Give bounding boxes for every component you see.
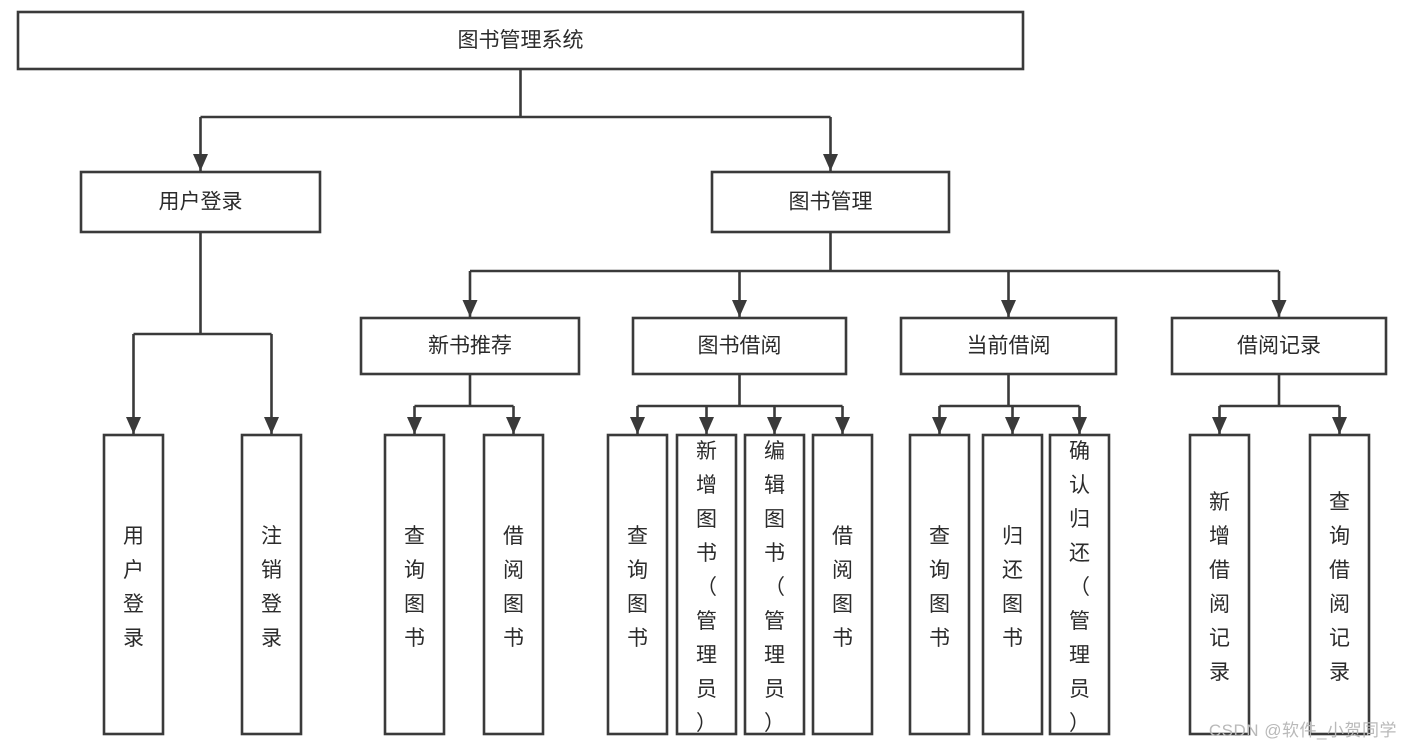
node-box xyxy=(102,433,165,736)
arrow-head-icon xyxy=(823,154,838,171)
node-box xyxy=(631,316,848,376)
node-box xyxy=(383,433,446,736)
node-box xyxy=(710,170,951,234)
node-box xyxy=(899,316,1118,376)
node-box xyxy=(743,433,806,736)
node-label: 用户登录 xyxy=(123,525,144,650)
arrow-head-icon xyxy=(767,417,782,434)
node-leaf-查询图书-8[interactable]: 查询图书 xyxy=(908,433,971,736)
arrow-head-icon xyxy=(1005,417,1020,434)
node-label: 查询借阅记录 xyxy=(1329,491,1350,684)
node-box xyxy=(1308,433,1371,736)
node-boxes-group: 图书管理系统用户登录图书管理新书推荐图书借阅当前借阅借阅记录用户登录注销登录查询… xyxy=(16,10,1388,736)
arrow-head-icon xyxy=(1271,300,1287,317)
arrow-head-icon xyxy=(699,417,714,434)
node-l3-新书推荐-0[interactable]: 新书推荐 xyxy=(359,316,581,376)
node-leaf-确认归还管理员-10[interactable]: 确认归还（管理员） xyxy=(1048,433,1111,736)
node-box xyxy=(240,433,303,736)
node-label: 图书管理系统 xyxy=(458,29,584,52)
node-leaf-借阅图书-7[interactable]: 借阅图书 xyxy=(811,433,874,736)
node-label: 新书推荐 xyxy=(428,335,512,358)
arrow-head-icon xyxy=(193,154,208,171)
node-label: 当前借阅 xyxy=(967,335,1051,358)
node-root-图书管理系统-0[interactable]: 图书管理系统 xyxy=(16,10,1025,71)
node-leaf-注销登录-1[interactable]: 注销登录 xyxy=(240,433,303,736)
arrow-head-icon xyxy=(264,417,279,434)
node-label: 查询图书 xyxy=(627,525,648,650)
node-leaf-新增图书管理员-5[interactable]: 新增图书（管理员） xyxy=(675,433,738,736)
node-leaf-用户登录-0[interactable]: 用户登录 xyxy=(102,433,165,736)
arrow-head-icon xyxy=(462,300,478,317)
arrow-head-icon xyxy=(506,417,521,434)
node-box xyxy=(908,433,971,736)
node-box xyxy=(1170,316,1388,376)
arrow-head-icon xyxy=(126,417,141,434)
node-l3-借阅记录-3[interactable]: 借阅记录 xyxy=(1170,316,1388,376)
node-label: 借阅记录 xyxy=(1237,335,1321,358)
node-leaf-编辑图书管理员-6[interactable]: 编辑图书（管理员） xyxy=(743,433,806,736)
node-leaf-查询图书-2[interactable]: 查询图书 xyxy=(383,433,446,736)
node-leaf-查询图书-4[interactable]: 查询图书 xyxy=(606,433,669,736)
arrow-head-icon xyxy=(407,417,422,434)
node-leaf-归还图书-9[interactable]: 归还图书 xyxy=(981,433,1044,736)
node-box xyxy=(606,433,669,736)
node-leaf-借阅图书-3[interactable]: 借阅图书 xyxy=(482,433,545,736)
node-box xyxy=(79,170,322,234)
node-box xyxy=(811,433,874,736)
node-label: 新增图书（管理员） xyxy=(696,440,717,735)
connector-edges-group xyxy=(126,69,1347,434)
node-label: 借阅图书 xyxy=(832,525,853,650)
node-box xyxy=(981,433,1044,736)
arrow-head-icon xyxy=(1072,417,1087,434)
arrow-head-icon xyxy=(932,417,947,434)
node-label: 查询图书 xyxy=(929,525,950,650)
node-label: 查询图书 xyxy=(404,525,425,650)
node-l2-用户登录-0[interactable]: 用户登录 xyxy=(79,170,322,234)
node-label: 确认归还（管理员） xyxy=(1069,440,1090,735)
node-label: 注销登录 xyxy=(261,525,282,650)
arrow-head-icon xyxy=(835,417,850,434)
node-label: 图书管理 xyxy=(789,191,873,214)
node-box xyxy=(675,433,738,736)
node-leaf-新增借阅记录-11[interactable]: 新增借阅记录 xyxy=(1188,433,1251,736)
node-l2-图书管理-1[interactable]: 图书管理 xyxy=(710,170,951,234)
node-label: 新增借阅记录 xyxy=(1209,491,1230,684)
node-l3-图书借阅-1[interactable]: 图书借阅 xyxy=(631,316,848,376)
node-label: 图书借阅 xyxy=(698,335,782,358)
arrow-head-icon xyxy=(732,300,747,317)
arrow-head-icon xyxy=(630,417,645,434)
node-label: 归还图书 xyxy=(1002,525,1023,650)
node-box xyxy=(16,10,1025,71)
node-label: 借阅图书 xyxy=(503,525,524,650)
node-leaf-查询借阅记录-12[interactable]: 查询借阅记录 xyxy=(1308,433,1371,736)
node-label: 用户登录 xyxy=(159,191,243,214)
arrow-head-icon xyxy=(1001,300,1016,317)
node-box xyxy=(1048,433,1111,736)
node-label: 编辑图书（管理员） xyxy=(764,440,785,735)
node-box xyxy=(482,433,545,736)
arrow-head-icon xyxy=(1212,417,1227,434)
arrow-head-icon xyxy=(1332,417,1347,434)
node-box xyxy=(359,316,581,376)
csdn-watermark: CSDN @软件_小贺同学 xyxy=(1208,721,1397,740)
node-l3-当前借阅-2[interactable]: 当前借阅 xyxy=(899,316,1118,376)
node-box xyxy=(1188,433,1251,736)
